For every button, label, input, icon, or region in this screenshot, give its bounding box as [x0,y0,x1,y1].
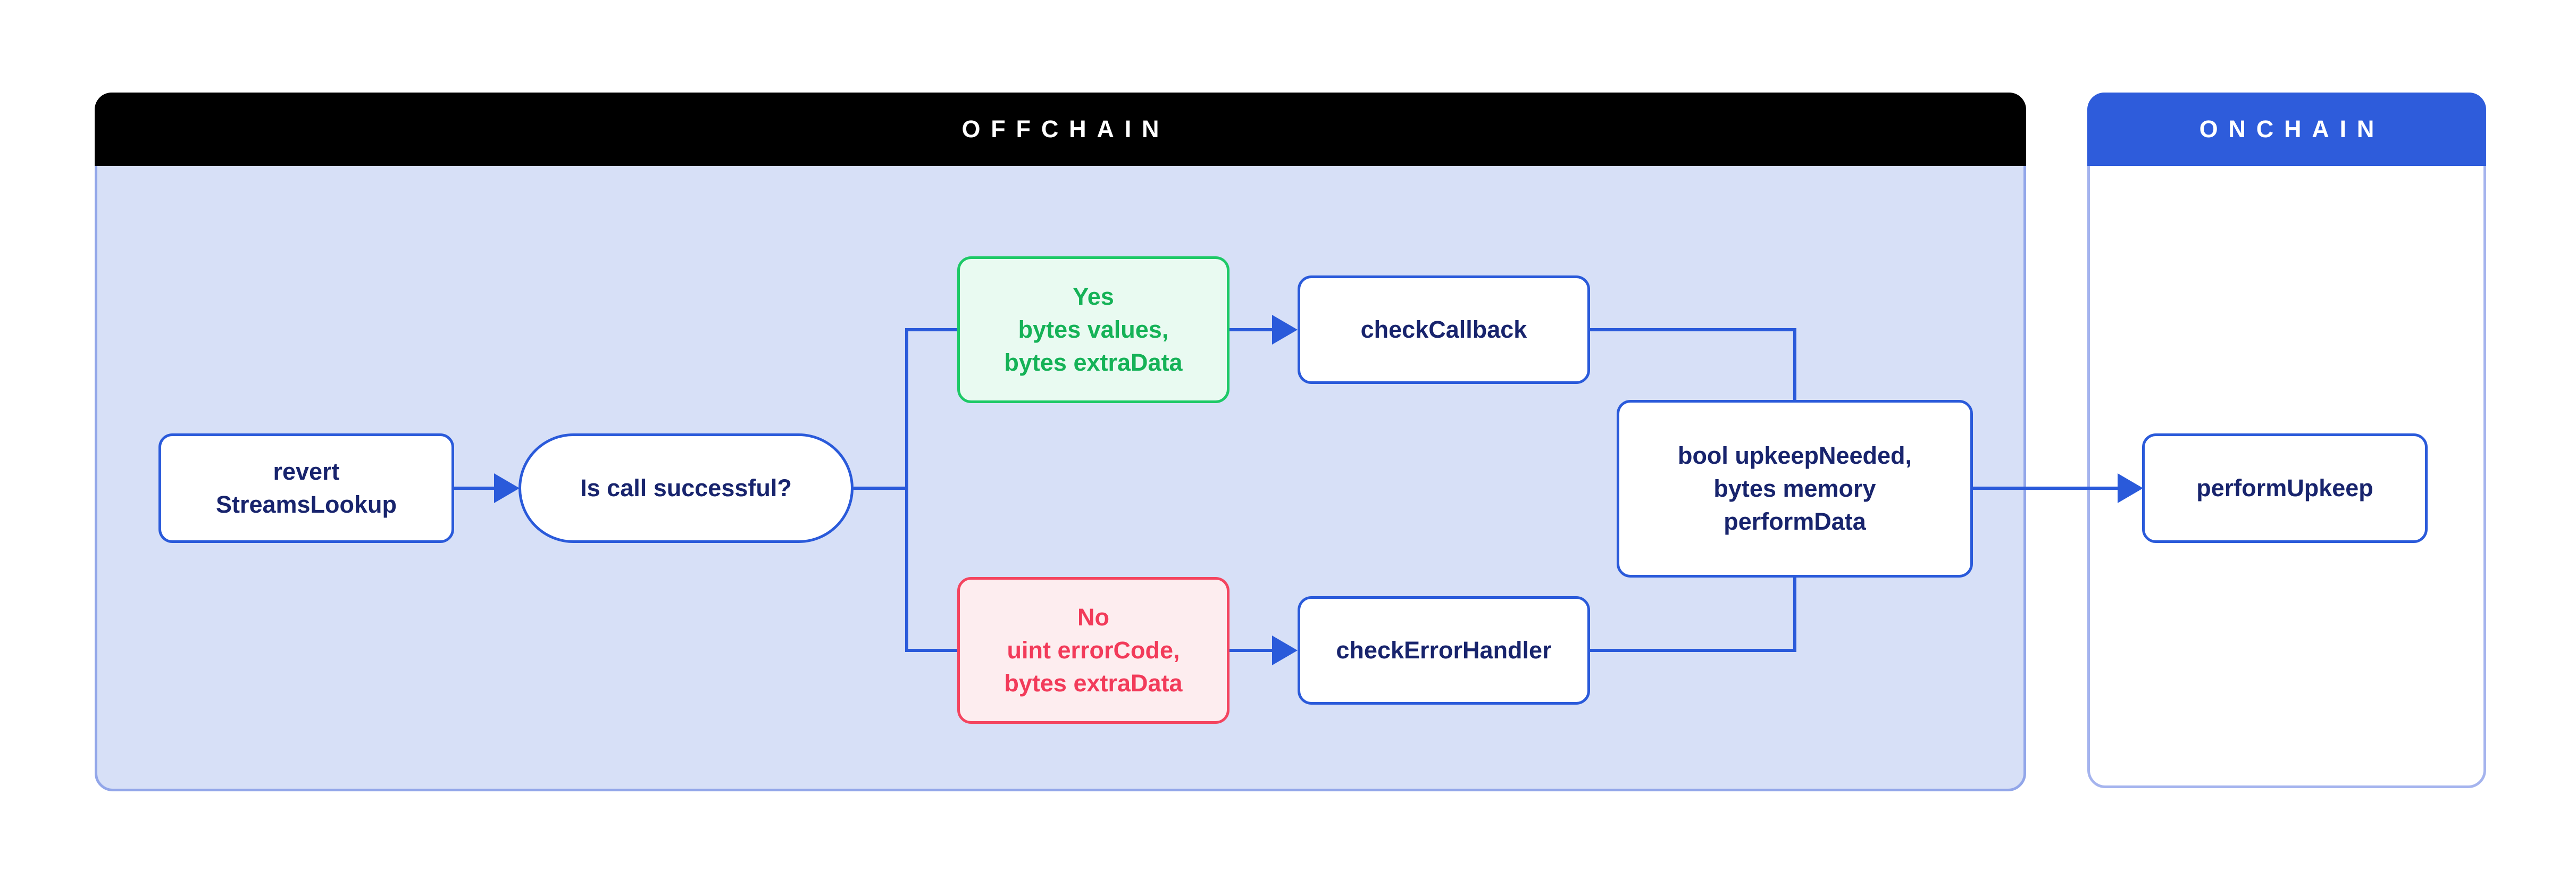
node-label-line: StreamsLookup [215,491,397,518]
node-is-call-successful: Is call successful? [518,433,854,543]
node-check-error-handler: checkErrorHandler [1298,596,1590,705]
node-label-line: checkCallback [1360,315,1527,343]
connector-decision-to-branch [854,487,908,490]
arrow-head-icon [1272,636,1298,665]
node-label-line: uint errorCode, [1007,636,1180,664]
node-label-line: No [1077,603,1109,631]
node-label-line: bytes memory [1713,474,1876,502]
node-check-callback: checkCallback [1298,275,1590,384]
node-label-line: performData [1724,508,1866,536]
node-label-line: checkErrorHandler [1336,636,1552,664]
offchain-title: OFFCHAIN [961,115,1170,143]
arrow-head-icon [494,473,520,503]
arrow-head-icon [2118,473,2143,503]
node-yes-branch: Yes bytes values, bytes extraData [957,256,1230,403]
connector-checkcallback-to-result-v [1793,328,1796,403]
connector-branch-to-yes [905,328,960,331]
connector-checkcallback-to-result-h [1590,328,1796,331]
node-label-line: performUpkeep [2196,474,2373,501]
onchain-title: ONCHAIN [2199,115,2385,143]
node-label-line: bytes extraData [1004,670,1183,697]
node-label-line: Is call successful? [580,474,792,501]
connector-yes-to-checkcallback [1230,328,1275,331]
node-revert-streamslookup: revert StreamsLookup [158,433,454,543]
connector-checkerrorhandler-to-result-h [1590,649,1796,652]
node-label-line: bytes values, [1018,315,1169,343]
arrow-head-icon [1272,315,1298,345]
node-label-line: bool upkeepNeeded, [1677,441,1912,469]
connector-checkerrorhandler-to-result-v [1793,576,1796,652]
connector-result-to-performupkeep [1973,487,2119,490]
connector-revert-to-decision [454,487,499,490]
onchain-header: ONCHAIN [2087,93,2486,166]
node-label-line: revert [273,457,340,485]
connector-branch-trunk [905,328,908,652]
node-label-line: bytes extraData [1004,349,1183,377]
offchain-header: OFFCHAIN [95,93,2026,166]
connector-no-to-checkerrorhandler [1230,649,1275,652]
node-label-line: Yes [1073,282,1114,310]
node-upkeep-result: bool upkeepNeeded, bytes memory performD… [1617,400,1973,578]
connector-branch-to-no [905,649,960,652]
node-no-branch: No uint errorCode, bytes extraData [957,577,1230,724]
node-perform-upkeep: performUpkeep [2142,433,2428,543]
